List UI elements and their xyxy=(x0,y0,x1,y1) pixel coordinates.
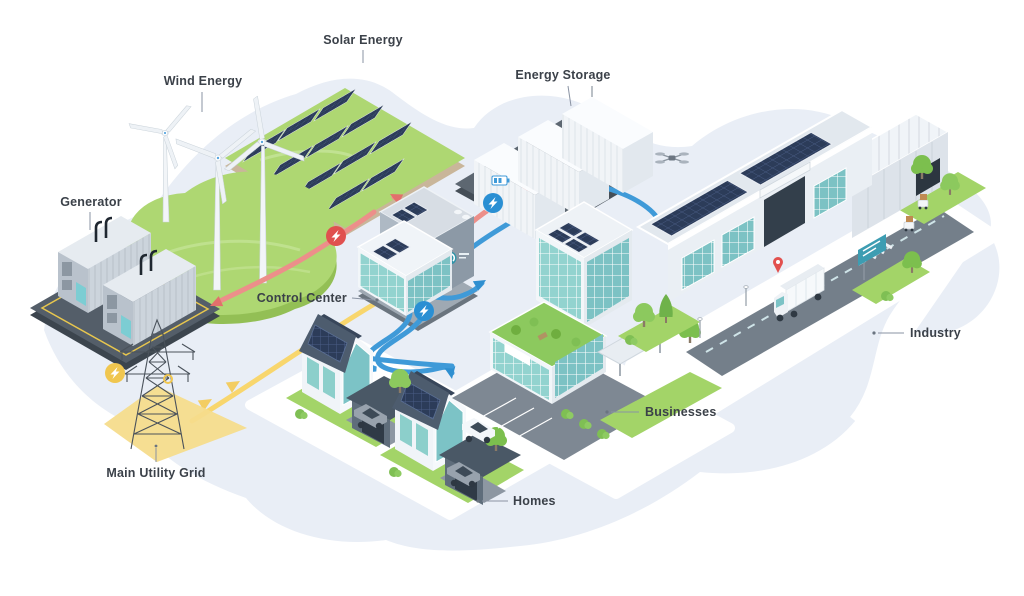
label-control-center: Control Center xyxy=(257,291,347,305)
label-generator: Generator xyxy=(60,195,122,209)
storage-unit xyxy=(562,86,653,193)
label-solar-energy: Solar Energy xyxy=(323,33,403,47)
lightning-badge-blue xyxy=(483,193,503,213)
lightning-badge-red xyxy=(326,226,346,246)
lightning-badge-blue xyxy=(414,301,434,321)
wind-turbine xyxy=(175,128,257,291)
label-homes: Homes xyxy=(513,494,556,508)
road xyxy=(686,208,974,376)
generator-station xyxy=(30,216,220,370)
label-industry: Industry xyxy=(910,326,961,340)
main-utility-grid xyxy=(104,318,247,462)
energy-badges xyxy=(105,193,503,384)
labels: Solar Energy Wind Energy Generator Energ… xyxy=(60,33,961,508)
drone-icon xyxy=(655,152,689,164)
industry-sign xyxy=(858,234,886,280)
businesses-tower xyxy=(534,201,634,328)
label-energy-storage: Energy Storage xyxy=(515,68,610,82)
wind-turbine xyxy=(223,95,305,284)
delivery-robot xyxy=(917,194,929,210)
yellow-node-dot xyxy=(163,374,173,384)
battery-icon xyxy=(491,175,510,186)
delivery-truck xyxy=(773,257,825,322)
businesses-wing xyxy=(488,301,608,404)
businesses-block xyxy=(452,201,726,460)
lower-block xyxy=(356,220,454,316)
transmission-tower xyxy=(119,318,196,450)
homes-district xyxy=(286,314,524,506)
flow-utility-yellow xyxy=(189,300,379,424)
label-businesses: Businesses xyxy=(645,405,716,419)
delivery-robot xyxy=(903,216,915,232)
solar-panel-array xyxy=(242,88,413,212)
industry-block xyxy=(618,108,986,376)
lightning-badge-yellow xyxy=(105,363,125,383)
control-center-building xyxy=(356,186,476,316)
label-main-utility-grid: Main Utility Grid xyxy=(106,466,205,480)
wind-turbine xyxy=(128,105,192,223)
label-wind-energy: Wind Energy xyxy=(164,74,242,88)
location-pin-icon xyxy=(773,257,783,273)
industry-factory xyxy=(635,108,875,302)
